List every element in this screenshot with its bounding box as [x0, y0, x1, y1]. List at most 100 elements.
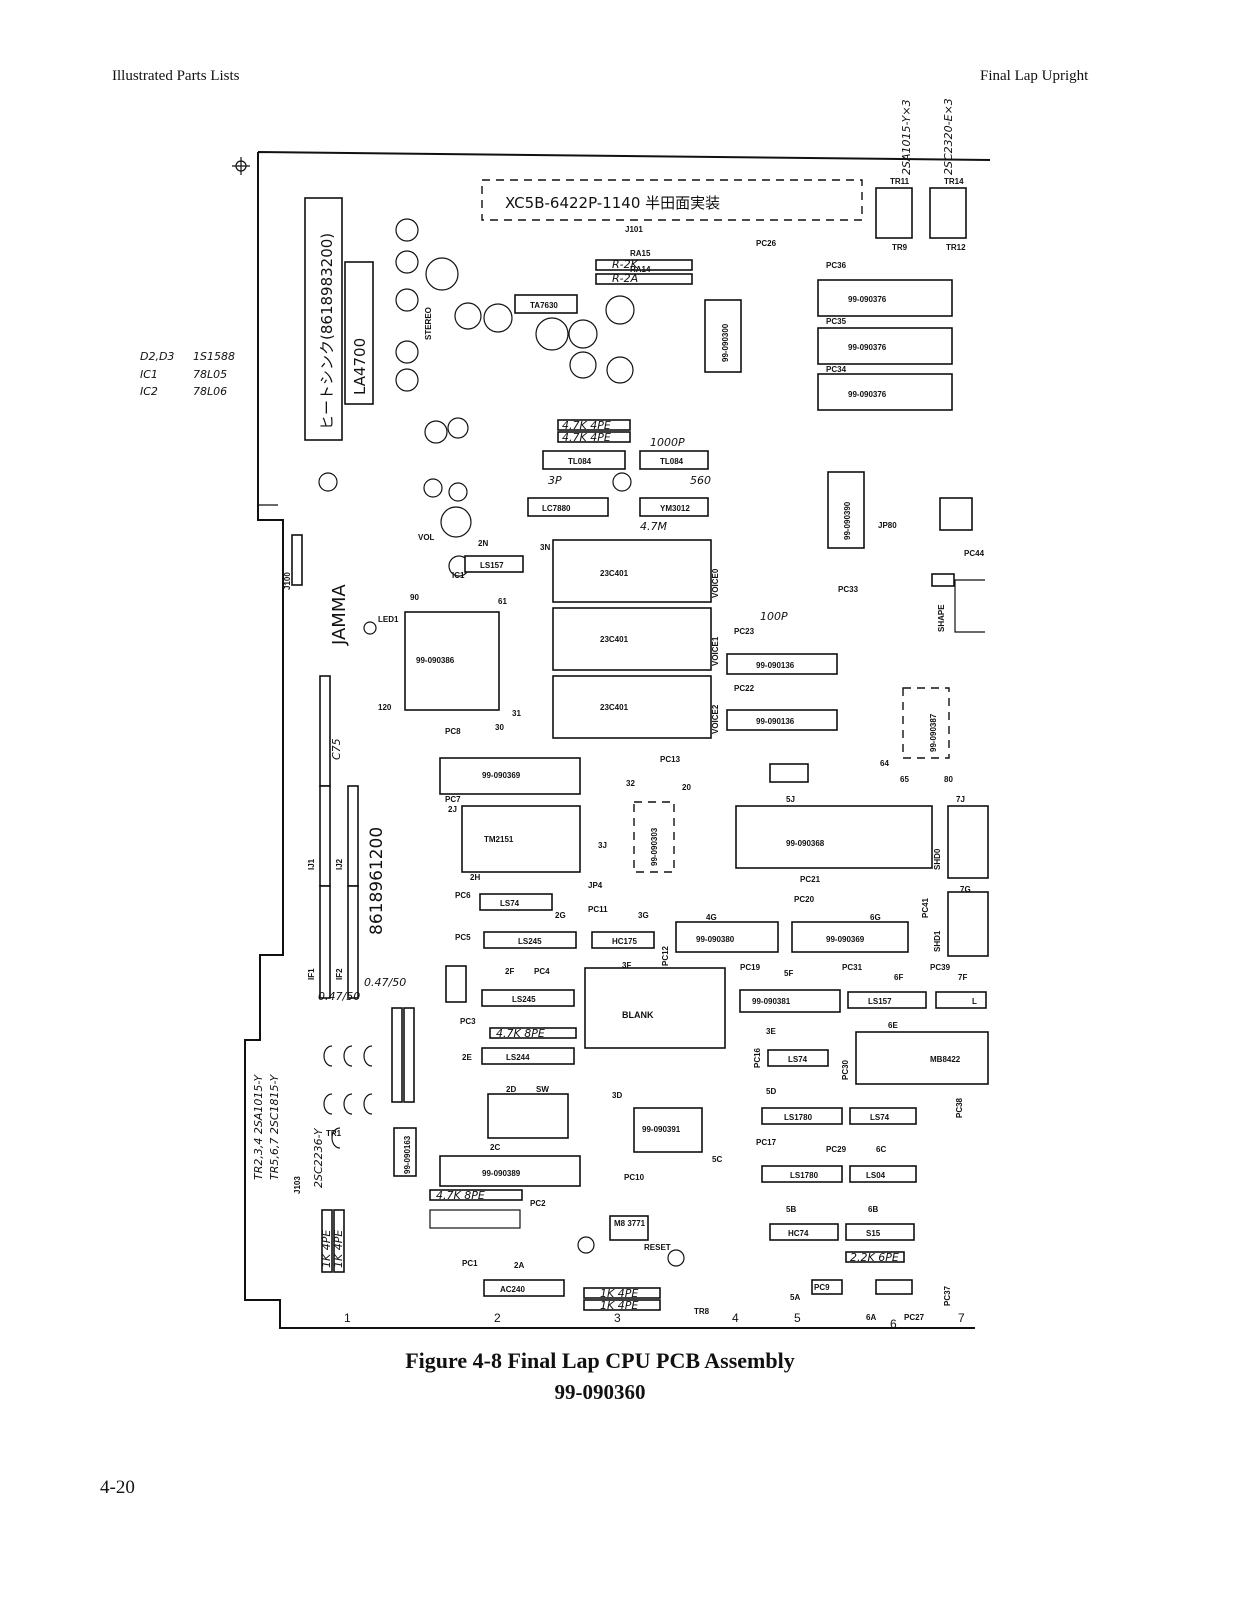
cap-100p-label: 100P [760, 610, 788, 623]
ic-5f-label: 5F [784, 969, 793, 978]
chip-blank [584, 967, 726, 1049]
chip-vertical-a-label: 99-090300 [721, 323, 730, 362]
socket-7n [931, 573, 955, 587]
pc26-label: PC26 [756, 239, 777, 248]
ic-6b-label: 6B [868, 1205, 878, 1214]
pc21-label: PC21 [800, 875, 821, 884]
ra15-value: R-2K [612, 258, 639, 271]
ic-3n-label: 3N [540, 543, 550, 552]
ra-left-1-value: 1K 4PE [320, 1230, 333, 1268]
column-3: 3 [614, 1311, 621, 1325]
chip-ls04 [849, 1165, 917, 1183]
chip-ls74-b [767, 1049, 829, 1067]
chip-99-090381-label: 99-090381 [752, 997, 791, 1006]
pc10-label: PC10 [624, 1173, 645, 1182]
resistor-pack-left-b [403, 1007, 415, 1103]
ic-65-label: 65 [900, 775, 909, 784]
top-connector-outline [481, 179, 863, 221]
ic-2e-label: 2E [462, 1053, 472, 1062]
voice2-label: VOICE2 [711, 704, 720, 734]
jp80-label: JP80 [878, 521, 897, 530]
resistor-pack-ra52 [557, 431, 631, 443]
shape-bracket [954, 579, 985, 633]
chip-m8 [609, 1215, 649, 1241]
resistor-pack-ra15 [595, 259, 693, 271]
ic-64-label: 64 [880, 759, 889, 768]
tr-bank-left [875, 187, 913, 239]
jumper-block [939, 497, 973, 531]
chip-tl084-a-label: TL084 [568, 457, 592, 466]
chip-99-090386-label: 99-090386 [416, 656, 455, 665]
ic-7f-label: 7F [958, 973, 967, 982]
chip-blank-label: BLANK [622, 1010, 654, 1020]
column-5: 5 [794, 1311, 801, 1325]
chip-rom1-label: 99-090376 [848, 295, 887, 304]
tr-note-a: TR2,3,4 2SA1015-Y [252, 1073, 265, 1180]
resistor-pack-ra9 [583, 1299, 661, 1311]
chip-hc175 [591, 931, 655, 949]
chip-s15-label: S15 [866, 1229, 881, 1238]
chip-99-090387-label: 99-090387 [929, 713, 938, 752]
chip-ls1780-a-label: LS1780 [784, 1113, 813, 1122]
figure-title: Figure 4-8 Final Lap CPU PCB Assembly [405, 1348, 795, 1373]
figure-part-number: 99-090360 [554, 1380, 646, 1404]
page-number: 4-20 [100, 1477, 135, 1498]
chip-99-090303 [633, 801, 675, 873]
ic-120-label: 120 [378, 703, 392, 712]
chip-hc74-label: HC74 [788, 1229, 809, 1238]
tr8-label: TR8 [694, 1307, 710, 1316]
legend-ref-2: IC1 [140, 368, 158, 381]
header-left: Illustrated Parts Lists [112, 68, 240, 84]
chip-ls74-c [849, 1107, 917, 1125]
ra-left-2-value: 1K 4PE [332, 1230, 345, 1268]
chip-vertical-b [827, 471, 865, 549]
amp-ic-label: LA4700 [351, 338, 369, 395]
chip-99-090389 [439, 1155, 581, 1187]
reset-label: RESET [644, 1243, 671, 1252]
chip-99-090303-label: 99-090303 [650, 827, 659, 866]
chip-ls245-a [483, 931, 577, 949]
ra6-value: 4.7K 8PE [436, 1189, 485, 1202]
chip-99-090136-b [726, 709, 838, 731]
ic-3f-label: 3F [622, 961, 631, 970]
ij-bar-2 [319, 785, 331, 887]
j103-label: J103 [293, 1176, 302, 1194]
ic-2g-label: 2G [555, 911, 566, 920]
ic-3e-label: 3E [766, 1027, 776, 1036]
c3-value: 0.47/50 [364, 976, 406, 989]
chip-99-090369-b [791, 921, 909, 953]
chip-ta7630-label: TA7630 [530, 301, 558, 310]
pc6-label: PC6 [455, 891, 471, 900]
tr14-label: TR14 [944, 177, 964, 186]
chip-ls245-b-label: LS245 [512, 995, 536, 1004]
if-bar-1 [319, 885, 331, 999]
chip-vertical-a [704, 299, 742, 373]
chip-23c401-b-label: 23C401 [600, 635, 629, 644]
resistor-pack-ra16 [845, 1251, 905, 1263]
chip-7f-label: L [972, 997, 977, 1006]
resistor-pack-left-1 [321, 1209, 333, 1273]
chip-tm2151-label: TM2151 [484, 835, 514, 844]
cap-1000p-label: 1000P [650, 436, 685, 449]
ra8-value: 1K 4PE [600, 1287, 638, 1300]
ic-6c-label: 6C [876, 1145, 886, 1154]
chip-23c401-c [552, 675, 712, 739]
chip-vertical-b-label: 99-090390 [843, 501, 852, 540]
resistor-pack-left-a [391, 1007, 403, 1103]
ra51-value: 4.7K 4PE [562, 419, 611, 432]
led1-icon [363, 621, 377, 635]
if1-label: IF1 [307, 968, 316, 980]
pc11-label: PC11 [588, 905, 608, 914]
ic-3d-label: 3D [612, 1091, 622, 1100]
amp-ic [344, 261, 374, 405]
chip-99-090163 [393, 1127, 417, 1177]
board-code-label: 8618961200 [367, 827, 387, 935]
chip-99-090387 [902, 687, 950, 759]
chip-ls74-b-label: LS74 [788, 1055, 808, 1064]
chip-lc7880 [527, 497, 609, 517]
chip-99-090136-a [726, 653, 838, 675]
registration-mark-icon [232, 157, 250, 175]
resistor-pack-ra14 [595, 273, 693, 285]
chip-99-090163-label: 99-090163 [403, 1135, 412, 1174]
chip-ls74-a [479, 893, 553, 911]
